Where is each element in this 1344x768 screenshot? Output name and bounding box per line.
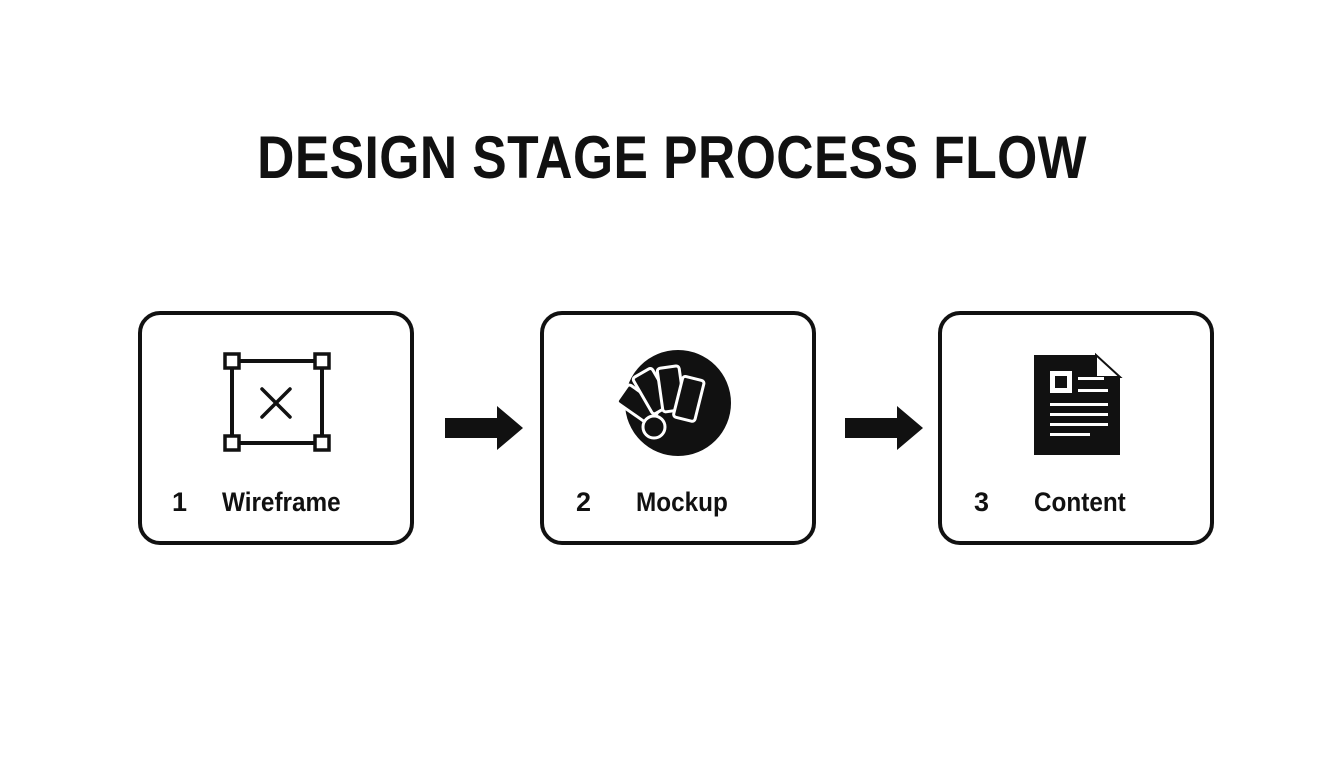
arrow-right-icon xyxy=(445,404,525,452)
document-icon xyxy=(1016,349,1136,461)
color-swatch-icon xyxy=(618,349,738,461)
arrow-right-icon xyxy=(845,404,925,452)
stage-label: Mockup xyxy=(636,487,728,517)
stage-label: Wireframe xyxy=(222,487,341,517)
stage-wireframe: 1 Wireframe xyxy=(138,311,414,545)
stage-number: 1 xyxy=(172,487,188,517)
stage-number: 3 xyxy=(974,487,990,517)
stage-number: 2 xyxy=(576,487,592,517)
stage-mockup: 2 Mockup xyxy=(540,311,816,545)
stage-label: Content xyxy=(1034,487,1126,517)
wireframe-frame-icon xyxy=(216,349,336,461)
diagram-title: DESIGN STAGE PROCESS FLOW xyxy=(257,124,1087,191)
stage-content: 3 Content xyxy=(938,311,1214,545)
